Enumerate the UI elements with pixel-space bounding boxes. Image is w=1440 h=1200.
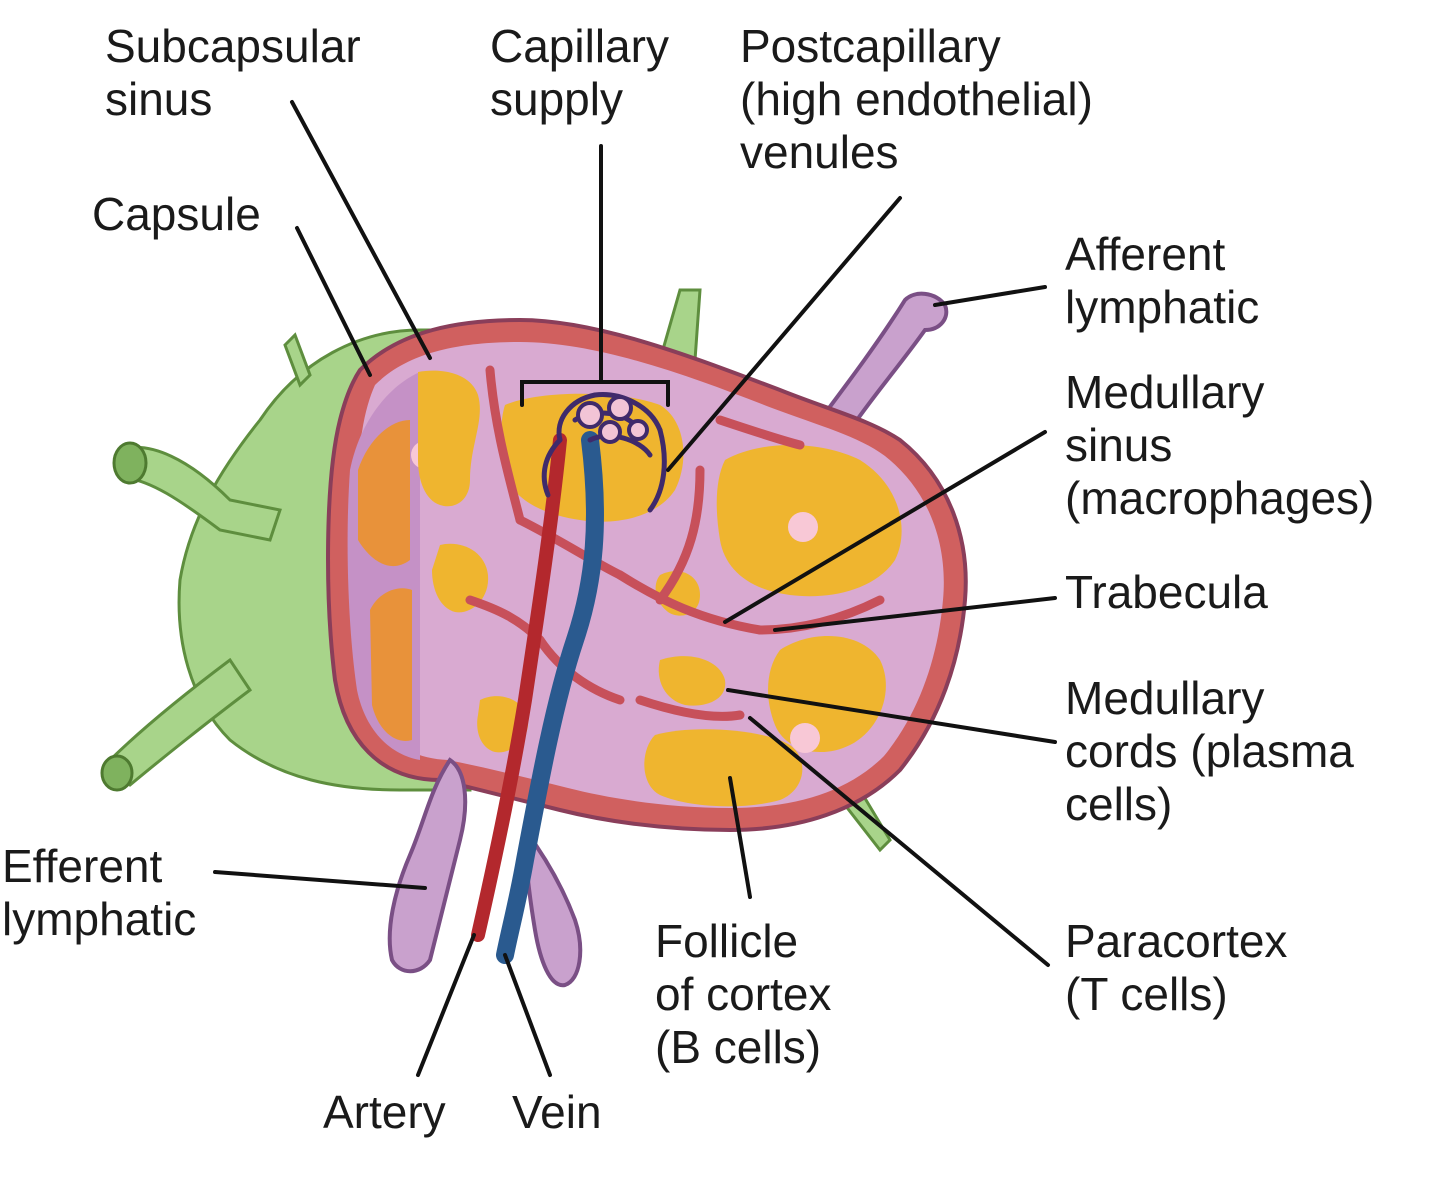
label-subcapsular-sinus: Subcapsular sinus [105,20,361,125]
label-afferent-lymphatic: Afferent lymphatic [1065,228,1260,333]
label-vein: Vein [512,1086,602,1138]
label-efferent-lymphatic: Efferent lymphatic [2,840,197,945]
label-medullary-cords: Medullary cords (plasma cells) [1065,672,1354,830]
label-capsule: Capsule [92,188,261,240]
label-artery: Artery [323,1086,446,1138]
label-medullary-sinus: Medullary sinus (macrophages) [1065,366,1375,524]
artery-vessel [471,433,567,942]
label-capillary-supply: Capillary supply [490,20,669,125]
label-trabecula: Trabecula [1065,566,1268,618]
capillary-bracket [520,380,670,407]
efferent-lymphatic-vessels [387,757,583,988]
label-paracortex: Paracortex (T cells) [1065,915,1288,1020]
blood-vessels [471,380,670,964]
leader-lines [213,100,1057,1077]
afferent-lymphatic-vessel [816,291,949,433]
label-follicle-of-cortex: Follicle of cortex (B cells) [655,915,832,1073]
label-postcapillary-venules: Postcapillary (high endothelial) venules [740,20,1093,178]
vein-vessel [496,431,604,964]
